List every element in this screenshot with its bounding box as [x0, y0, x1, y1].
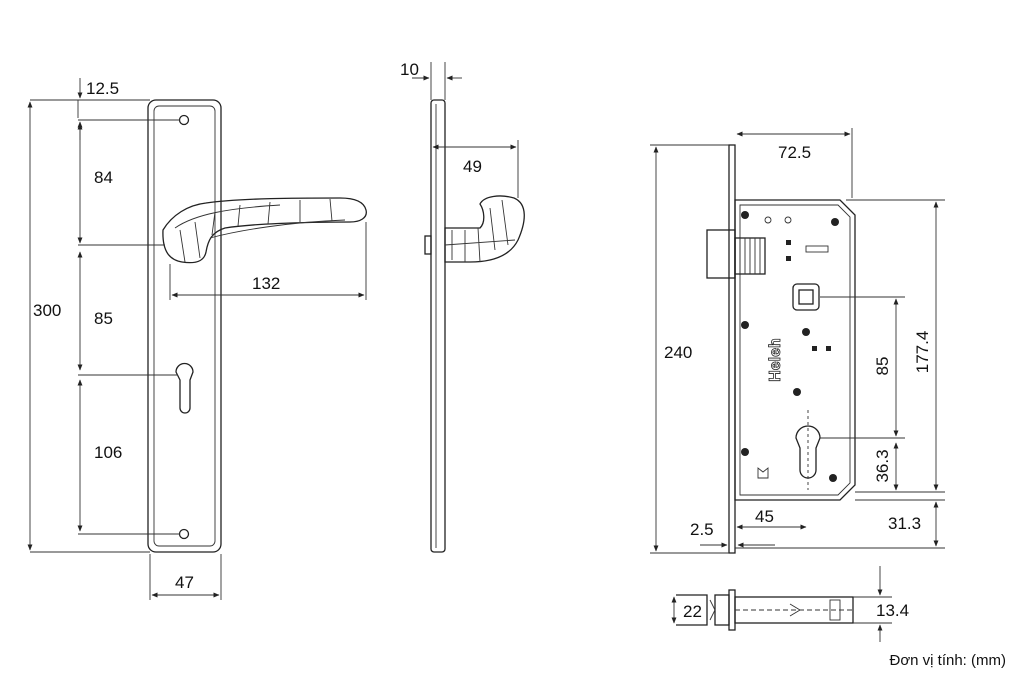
side-lug — [424, 235, 432, 255]
rivet — [831, 218, 839, 226]
latch-tip — [676, 594, 708, 626]
unit-label: Đơn vị tính: (mm) — [889, 652, 1006, 669]
dim-latch-height: 13.4 — [876, 601, 909, 620]
rivet — [829, 474, 837, 482]
lever-handle-front — [162, 197, 367, 264]
dim-plate-width: 47 — [175, 573, 194, 592]
plate-outline — [147, 99, 222, 553]
spindle-square — [798, 289, 814, 305]
dim-top-offset: 12.5 — [86, 79, 119, 98]
front-dimensions: 300 12.5 84 85 106 132 47 — [27, 78, 367, 600]
keyhole — [175, 362, 194, 414]
dim-seg-mid: 85 — [94, 309, 113, 328]
rivet — [741, 321, 749, 329]
plate-front-view — [147, 99, 367, 553]
dim-latch-width: 22 — [683, 602, 702, 621]
lock-case — [734, 199, 856, 501]
dim-handle-length: 132 — [252, 274, 280, 293]
spindle-hub — [792, 283, 820, 311]
dim-bottom-offset: 31.3 — [888, 514, 921, 533]
dim-cylinder-backset: 45 — [755, 507, 774, 526]
latch-faceplate — [728, 589, 736, 631]
dim-plate-thickness: 10 — [400, 60, 419, 79]
dim-faceplate-thickness: 2.5 — [690, 520, 714, 539]
rivet — [741, 211, 749, 219]
plate-inner-outline — [153, 105, 216, 547]
plate-side-view — [424, 99, 525, 553]
dim-screw-span: 177.4 — [913, 331, 932, 374]
faceplate — [728, 144, 736, 554]
latch-dimensions: 22 13.4 — [671, 566, 909, 642]
top-screw-hole — [178, 114, 190, 126]
dim-case-height: 240 — [664, 343, 692, 362]
lock-body-view: Heleh — [706, 144, 856, 554]
bottom-screw-hole — [178, 528, 190, 540]
lock-dimensions: 72.5 240 177.4 85 36.3 31.3 45 2.5 — [650, 128, 945, 554]
dim-plate-height: 300 — [33, 301, 61, 320]
rivet — [802, 328, 810, 336]
dim-backset: 72.5 — [778, 143, 811, 162]
cylinder-hole — [795, 425, 821, 479]
latch-bolt-view — [676, 589, 854, 631]
side-plate — [430, 99, 446, 553]
brand-logo: Heleh — [767, 338, 784, 382]
rivet — [741, 448, 749, 456]
dim-seg-bottom: 106 — [94, 443, 122, 462]
rivet — [793, 388, 801, 396]
dim-spindle-to-cylinder: 85 — [873, 357, 892, 376]
side-dimensions: 10 49 — [400, 60, 519, 198]
dim-cylinder-to-bottom: 36.3 — [873, 449, 892, 482]
dim-seg-top: 84 — [94, 168, 113, 187]
lever-handle-side — [444, 195, 525, 263]
latch-bolt — [706, 229, 736, 279]
dim-handle-projection: 49 — [463, 157, 482, 176]
